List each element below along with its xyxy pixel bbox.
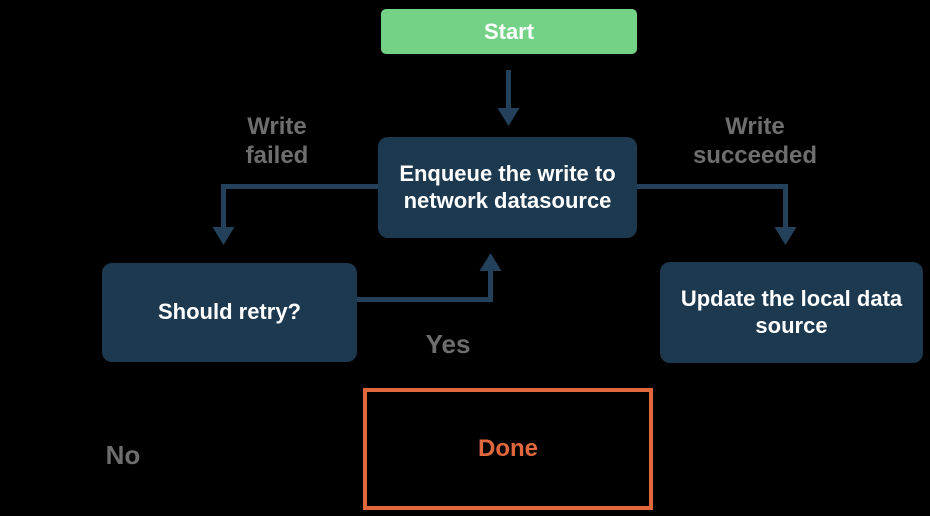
edge-label-write-succeeded: Write succeeded [692,113,818,169]
arrow-enqueue-to-should-retry [221,184,378,229]
arrow-should-retry-to-enqueue [357,269,493,302]
edge-label-no: No [105,440,141,470]
arrowhead-should-retry-to-enqueue [479,253,502,271]
edge-label-yes: Yes [425,329,471,359]
node-update-local-datasource: Update the local data source [660,262,923,363]
arrowhead-enqueue-to-should-retry [212,227,235,245]
arrow-enqueue-to-update-local [637,184,788,229]
node-enqueue-write: Enqueue the write to network datasource [378,137,637,238]
node-done: Done [363,388,653,510]
arrowhead-enqueue-to-update-local [774,227,797,245]
node-should-retry: Should retry? [102,263,357,362]
node-start: Start [381,9,637,54]
arrowhead-start-to-enqueue [497,108,520,126]
edge-label-write-failed: Write failed [245,113,309,169]
